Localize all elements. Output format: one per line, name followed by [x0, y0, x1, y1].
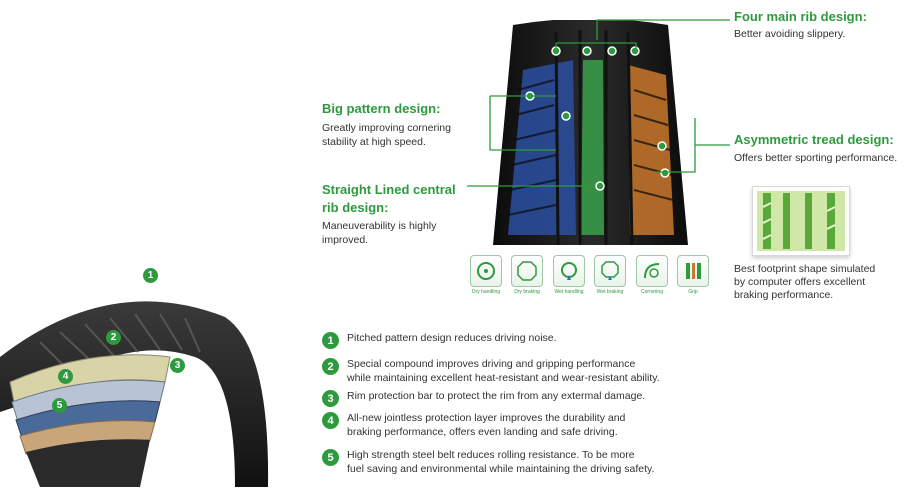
big-pattern-desc-line1: Greatly improving cornering — [322, 122, 451, 134]
straight-lined-title-line2: rib design: — [322, 200, 389, 215]
tire-cross-section-illustration — [0, 301, 269, 487]
feature-item-2: 2 Special compound improves driving and … — [322, 357, 742, 385]
four-main-rib-desc: Better avoiding slippery. — [734, 28, 846, 40]
straight-lined-title-line1: Straight Lined central — [322, 182, 456, 197]
perf-label: Dry handling — [471, 289, 501, 295]
perf-dry-handling: Dry handling — [470, 255, 502, 297]
steering-wheel-icon — [477, 262, 495, 280]
feature-text-line1: Rim protection bar to protect the rim fr… — [347, 390, 646, 402]
cornering-icon — [644, 263, 660, 279]
cross-section-marker-2: 2 — [106, 330, 121, 345]
cross-section-marker-3: 3 — [170, 358, 185, 373]
feature-text-line2: braking performance, offers even landing… — [347, 426, 618, 438]
perf-wet-braking: Wet braking — [594, 255, 626, 297]
footprint-desc-line1: Best footprint shape simulated — [734, 263, 876, 275]
wet-steering-icon — [561, 262, 577, 280]
footprint-desc-line3: braking performance. — [734, 289, 834, 301]
tread-pattern-illustration — [493, 18, 688, 246]
feature-item-3: 3 Rim protection bar to protect the rim … — [322, 389, 742, 407]
asymmetric-tread-desc: Offers better sporting performance. — [734, 152, 898, 164]
feature-number: 5 — [322, 449, 339, 466]
perf-cornering: Cornering — [636, 255, 668, 297]
cross-section-marker-5: 5 — [52, 398, 67, 413]
feature-item-1: 1 Pitched pattern design reduces driving… — [322, 331, 742, 349]
feature-text-line1: Pitched pattern design reduces driving n… — [347, 332, 557, 344]
feature-item-5: 5 High strength steel belt reduces rolli… — [322, 448, 742, 476]
stop-sign-icon — [517, 261, 537, 281]
feature-text-line1: All-new jointless protection layer impro… — [347, 412, 626, 424]
footprint-desc-line2: by computer offers excellent — [734, 276, 866, 288]
perf-label: Wet handling — [554, 289, 584, 295]
straight-lined-desc-line1: Maneuverability is highly — [322, 220, 437, 232]
feature-text-line2: while maintaining excellent heat-resista… — [347, 372, 660, 384]
asymmetric-tread-title: Asymmetric tread design: — [734, 132, 894, 147]
cross-section-marker-4: 4 — [58, 369, 73, 384]
feature-text-line1: Special compound improves driving and gr… — [347, 358, 636, 370]
four-main-rib-title: Four main rib design: — [734, 9, 867, 24]
tire-cross-section: 1 2 3 4 5 — [0, 262, 300, 488]
grip-icon — [686, 263, 701, 279]
feature-item-4: 4 All-new jointless protection layer imp… — [322, 411, 742, 439]
feature-number: 3 — [322, 390, 339, 407]
footprint-illustration — [757, 191, 845, 251]
big-pattern-desc-line2: stability at high speed. — [322, 136, 426, 148]
perf-label: Dry braking — [514, 289, 540, 295]
wet-stop-icon — [601, 261, 619, 280]
big-pattern-title: Big pattern design: — [322, 101, 441, 116]
tread-pattern-image — [488, 18, 693, 250]
perf-label: Wet braking — [596, 289, 624, 295]
feature-text-line1: High strength steel belt reduces rolling… — [347, 449, 635, 461]
callout-connector-lines — [467, 19, 730, 187]
feature-number: 4 — [322, 412, 339, 429]
footprint-simulation-image — [752, 186, 850, 256]
perf-label: Grip — [688, 289, 698, 295]
feature-text-line2: fuel saving and environmental while main… — [347, 463, 655, 475]
perf-wet-handling: Wet handling — [553, 255, 585, 297]
perf-grip: Grip — [677, 255, 709, 297]
cross-section-marker-1: 1 — [143, 268, 158, 283]
feature-number: 1 — [322, 332, 339, 349]
feature-number: 2 — [322, 358, 339, 375]
perf-dry-braking: Dry braking — [511, 255, 543, 297]
perf-label: Cornering — [641, 289, 663, 295]
straight-lined-desc-line2: improved. — [322, 234, 369, 246]
